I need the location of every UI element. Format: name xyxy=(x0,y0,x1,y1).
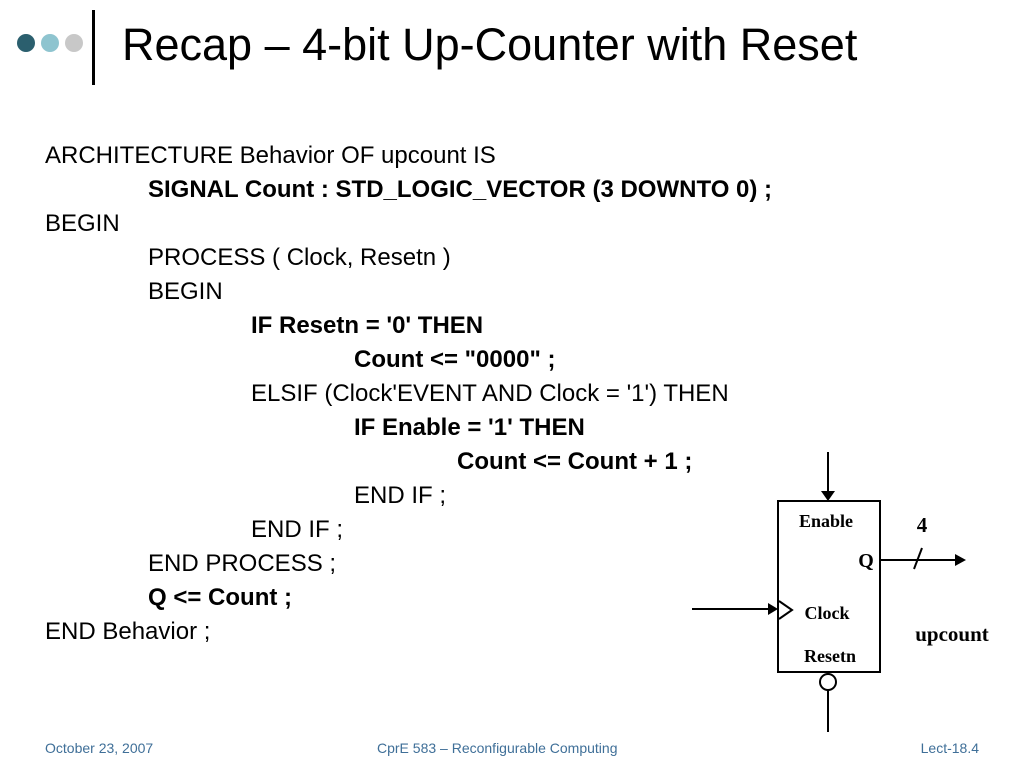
code-line: IF Enable = '1' THEN xyxy=(354,414,585,441)
code-line: END IF ; xyxy=(354,482,447,509)
code-line: Count <= "0000" ; xyxy=(354,346,556,373)
bullet-dot-dark xyxy=(17,34,35,52)
q-label: Q xyxy=(858,550,874,572)
component-name-label: upcount xyxy=(915,622,989,646)
code-line: SIGNAL Count : STD_LOGIC_VECTOR (3 DOWNT… xyxy=(148,176,773,203)
code-line: BEGIN xyxy=(45,210,120,237)
code-line: END IF ; xyxy=(251,516,344,543)
enable-label: Enable xyxy=(799,511,853,531)
bullet-dot-gray xyxy=(65,34,83,52)
clock-label: Clock xyxy=(805,603,850,623)
slide-title: Recap – 4-bit Up-Counter with Reset xyxy=(122,19,858,70)
footer-course: CprE 583 – Reconfigurable Computing xyxy=(377,740,618,756)
code-line: ELSIF (Clock'EVENT AND Clock = '1') THEN xyxy=(251,380,729,407)
code-line: PROCESS ( Clock, Resetn ) xyxy=(148,244,451,271)
clock-edge-symbol xyxy=(778,600,794,620)
enable-arrowhead xyxy=(821,491,835,501)
code-line: ARCHITECTURE Behavior OF upcount IS xyxy=(45,142,496,169)
title-bullet-dots xyxy=(17,34,87,54)
resetn-label: Resetn xyxy=(804,646,856,666)
code-line: BEGIN xyxy=(148,278,223,305)
footer-date: October 23, 2007 xyxy=(45,740,154,756)
code-line: Q <= Count ; xyxy=(148,584,292,611)
code-line: END PROCESS ; xyxy=(148,550,337,577)
upcount-block xyxy=(777,500,881,673)
code-line: IF Resetn = '0' THEN xyxy=(251,312,484,339)
footer-slide-number: Lect-18.4 xyxy=(920,740,979,756)
title-divider xyxy=(92,10,95,85)
bus-width-label: 4 xyxy=(917,513,928,537)
bullet-dot-light xyxy=(41,34,59,52)
clock-arrowhead xyxy=(768,603,778,615)
q-arrowhead xyxy=(955,554,966,566)
code-line: END Behavior ; xyxy=(45,618,211,645)
bus-width-slash xyxy=(913,547,923,570)
resetn-inversion-bubble xyxy=(819,673,837,691)
code-line: Count <= Count + 1 ; xyxy=(457,448,693,475)
